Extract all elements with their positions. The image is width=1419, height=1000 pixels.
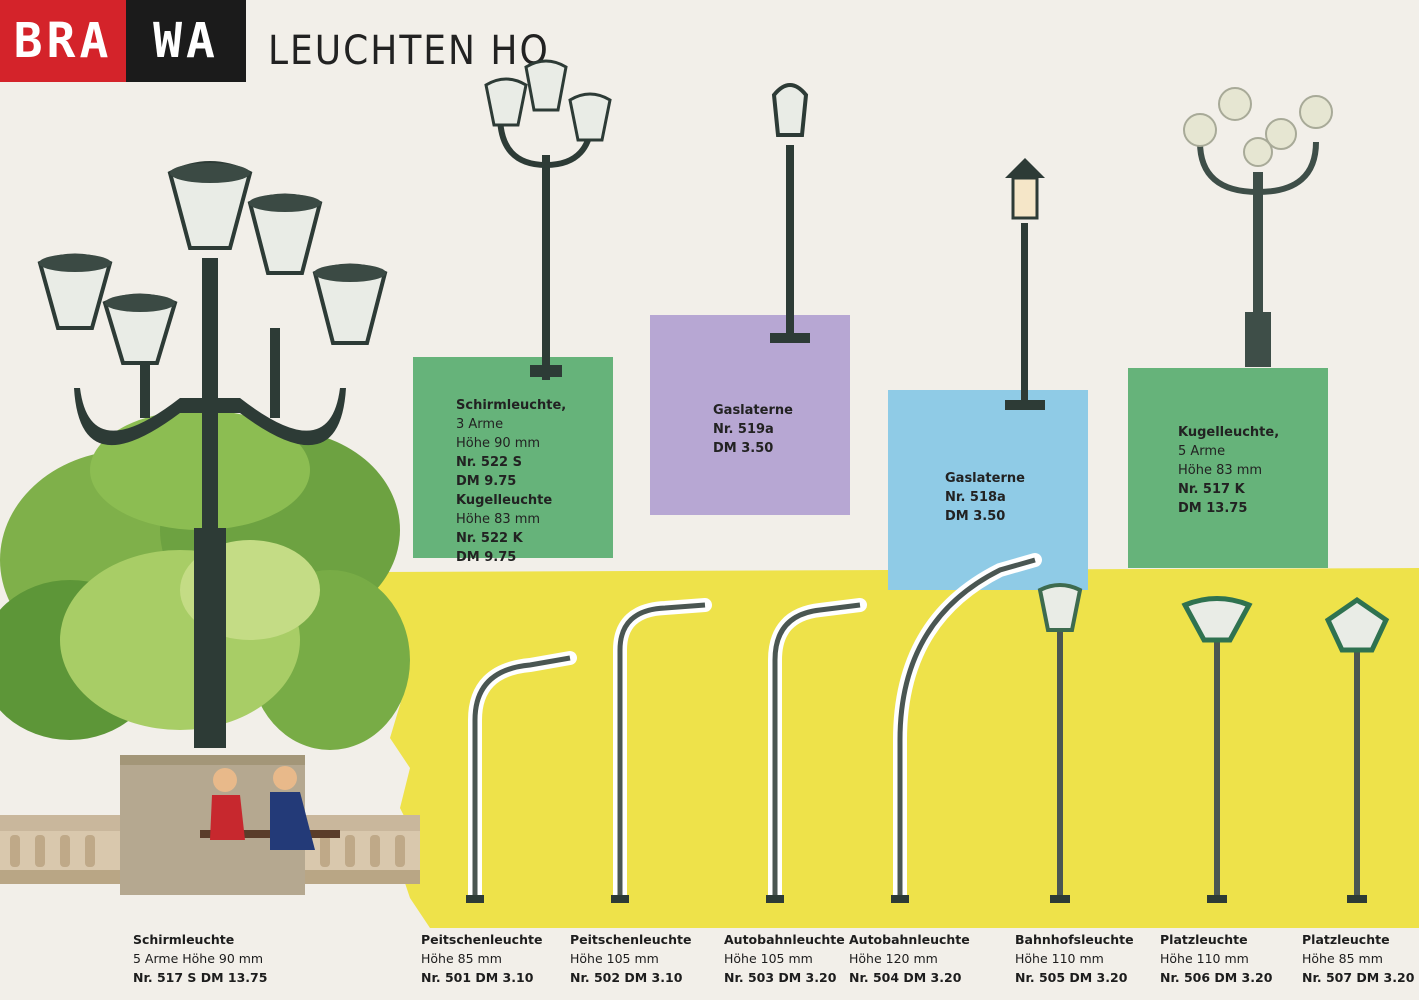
park-scene-illustration [0,410,420,895]
caption-517s: Schirmleuchte 5 Arme Höhe 90 mm Nr. 517 … [133,930,267,987]
caption-title: Peitschenleuchte [421,932,543,947]
product-card-518a [888,390,1088,590]
product-card-518a-text: Gaslaterne Nr. 518a DM 3.50 [945,469,1025,526]
lamp-506-icon [1181,596,1253,903]
caption-detail: 5 Arme Höhe 90 mm [133,951,264,966]
caption-507: Platzleuchte Höhe 85 mm Nr. 507 DM 3.20 [1302,930,1414,987]
caption-number: Nr. 505 DM 3.20 [1015,970,1128,985]
caption-title: Peitschenleuchte [570,932,692,947]
number-518a: Nr. 518a [945,490,1006,505]
caption-title: Autobahnleuchte [849,932,970,947]
name-517k: Kugelleuchte, [1178,425,1280,440]
price-522k: DM 9.75 [456,550,517,565]
lamp-504-icon [897,557,1036,895]
caption-title: Autobahnleuchte [724,932,845,947]
caption-number: Nr. 507 DM 3.20 [1302,970,1415,985]
height-522s: Höhe 90 mm [456,436,541,451]
product-card-517k [1128,368,1328,568]
gaslaterne-518a-lamp [1005,158,1045,410]
couple-on-bench-icon [200,766,340,850]
arms-522: 3 Arme [456,417,504,432]
product-card-522 [413,357,613,558]
name-522s: Schirmleuchte, [456,398,567,413]
gaslaterne-519a-lamp [770,83,810,343]
caption-title: Bahnhofsleuchte [1015,932,1134,947]
caption-number: Nr. 504 DM 3.20 [849,970,962,985]
street-lamps-row [466,553,1390,903]
name-519a: Gaslaterne [713,403,793,418]
caption-detail: Höhe 85 mm [421,951,502,966]
caption-501: Peitschenleuchte Höhe 85 mm Nr. 501 DM 3… [421,930,542,987]
caption-title: Platzleuchte [1160,932,1248,947]
caption-title: Platzleuchte [1302,932,1390,947]
height-522k: Höhe 83 mm [456,512,541,527]
price-519a: DM 3.50 [713,441,774,456]
caption-number: Nr. 502 DM 3.10 [570,970,683,985]
number-519a: Nr. 519a [713,422,774,437]
caption-detail: Höhe 120 mm [849,951,938,966]
height-517k: Höhe 83 mm [1178,463,1263,478]
number-517k: Nr. 517 K [1178,482,1245,497]
caption-detail: Höhe 110 mm [1015,951,1104,966]
caption-detail: Höhe 105 mm [724,951,813,966]
caption-detail: Höhe 110 mm [1160,951,1249,966]
price-517k: DM 13.75 [1178,501,1248,516]
caption-title: Schirmleuchte [133,932,235,947]
caption-number: Nr. 506 DM 3.20 [1160,970,1273,985]
number-522s: Nr. 522 S [456,455,522,470]
caption-504: Autobahnleuchte Höhe 120 mm Nr. 504 DM 3… [849,930,970,987]
caption-502: Peitschenleuchte Höhe 105 mm Nr. 502 DM … [570,930,691,987]
caption-detail: Höhe 85 mm [1302,951,1383,966]
arms-517k: 5 Arme [1178,444,1226,459]
kugelleuchte-517k-lamp [1183,87,1333,367]
logo-red-part: BRA [0,0,126,82]
lamp-502-icon [617,602,706,895]
product-card-517k-text: Kugelleuchte, 5 Arme Höhe 83 mm Nr. 517 … [1178,423,1279,518]
caption-number: Nr. 517 S DM 13.75 [133,970,268,985]
brawa-logo: BRA WA [0,0,246,82]
caption-number: Nr. 501 DM 3.10 [421,970,534,985]
lamp-501-icon [472,655,571,895]
lamp-head-icon [37,161,388,365]
caption-505: Bahnhofsleuchte Höhe 110 mm Nr. 505 DM 3… [1015,930,1134,987]
caption-506: Platzleuchte Höhe 110 mm Nr. 506 DM 3.20 [1160,930,1272,987]
logo-black-part: WA [126,0,246,82]
lamp-503-icon [772,602,861,895]
product-card-519a-text: Gaslaterne Nr. 519a DM 3.50 [713,401,793,458]
price-522s: DM 9.75 [456,474,517,489]
page-title: LEUCHTEN HO [268,28,550,74]
name-518a: Gaslaterne [945,471,1025,486]
lamp-507-icon [1324,596,1390,903]
caption-detail: Höhe 105 mm [570,951,659,966]
price-518a: DM 3.50 [945,509,1006,524]
caption-503: Autobahnleuchte Höhe 105 mm Nr. 503 DM 3… [724,930,845,987]
schirmleuchte-517s-lamp [37,161,388,748]
schirmleuchte-522-lamp [484,59,612,380]
lamp-505-icon [1037,583,1083,903]
number-522k: Nr. 522 K [456,531,523,546]
caption-number: Nr. 503 DM 3.20 [724,970,837,985]
product-card-519a [650,315,850,515]
product-card-522-text: Schirmleuchte, 3 Arme Höhe 90 mm Nr. 522… [456,396,566,567]
name-522k: Kugelleuchte [456,493,553,508]
